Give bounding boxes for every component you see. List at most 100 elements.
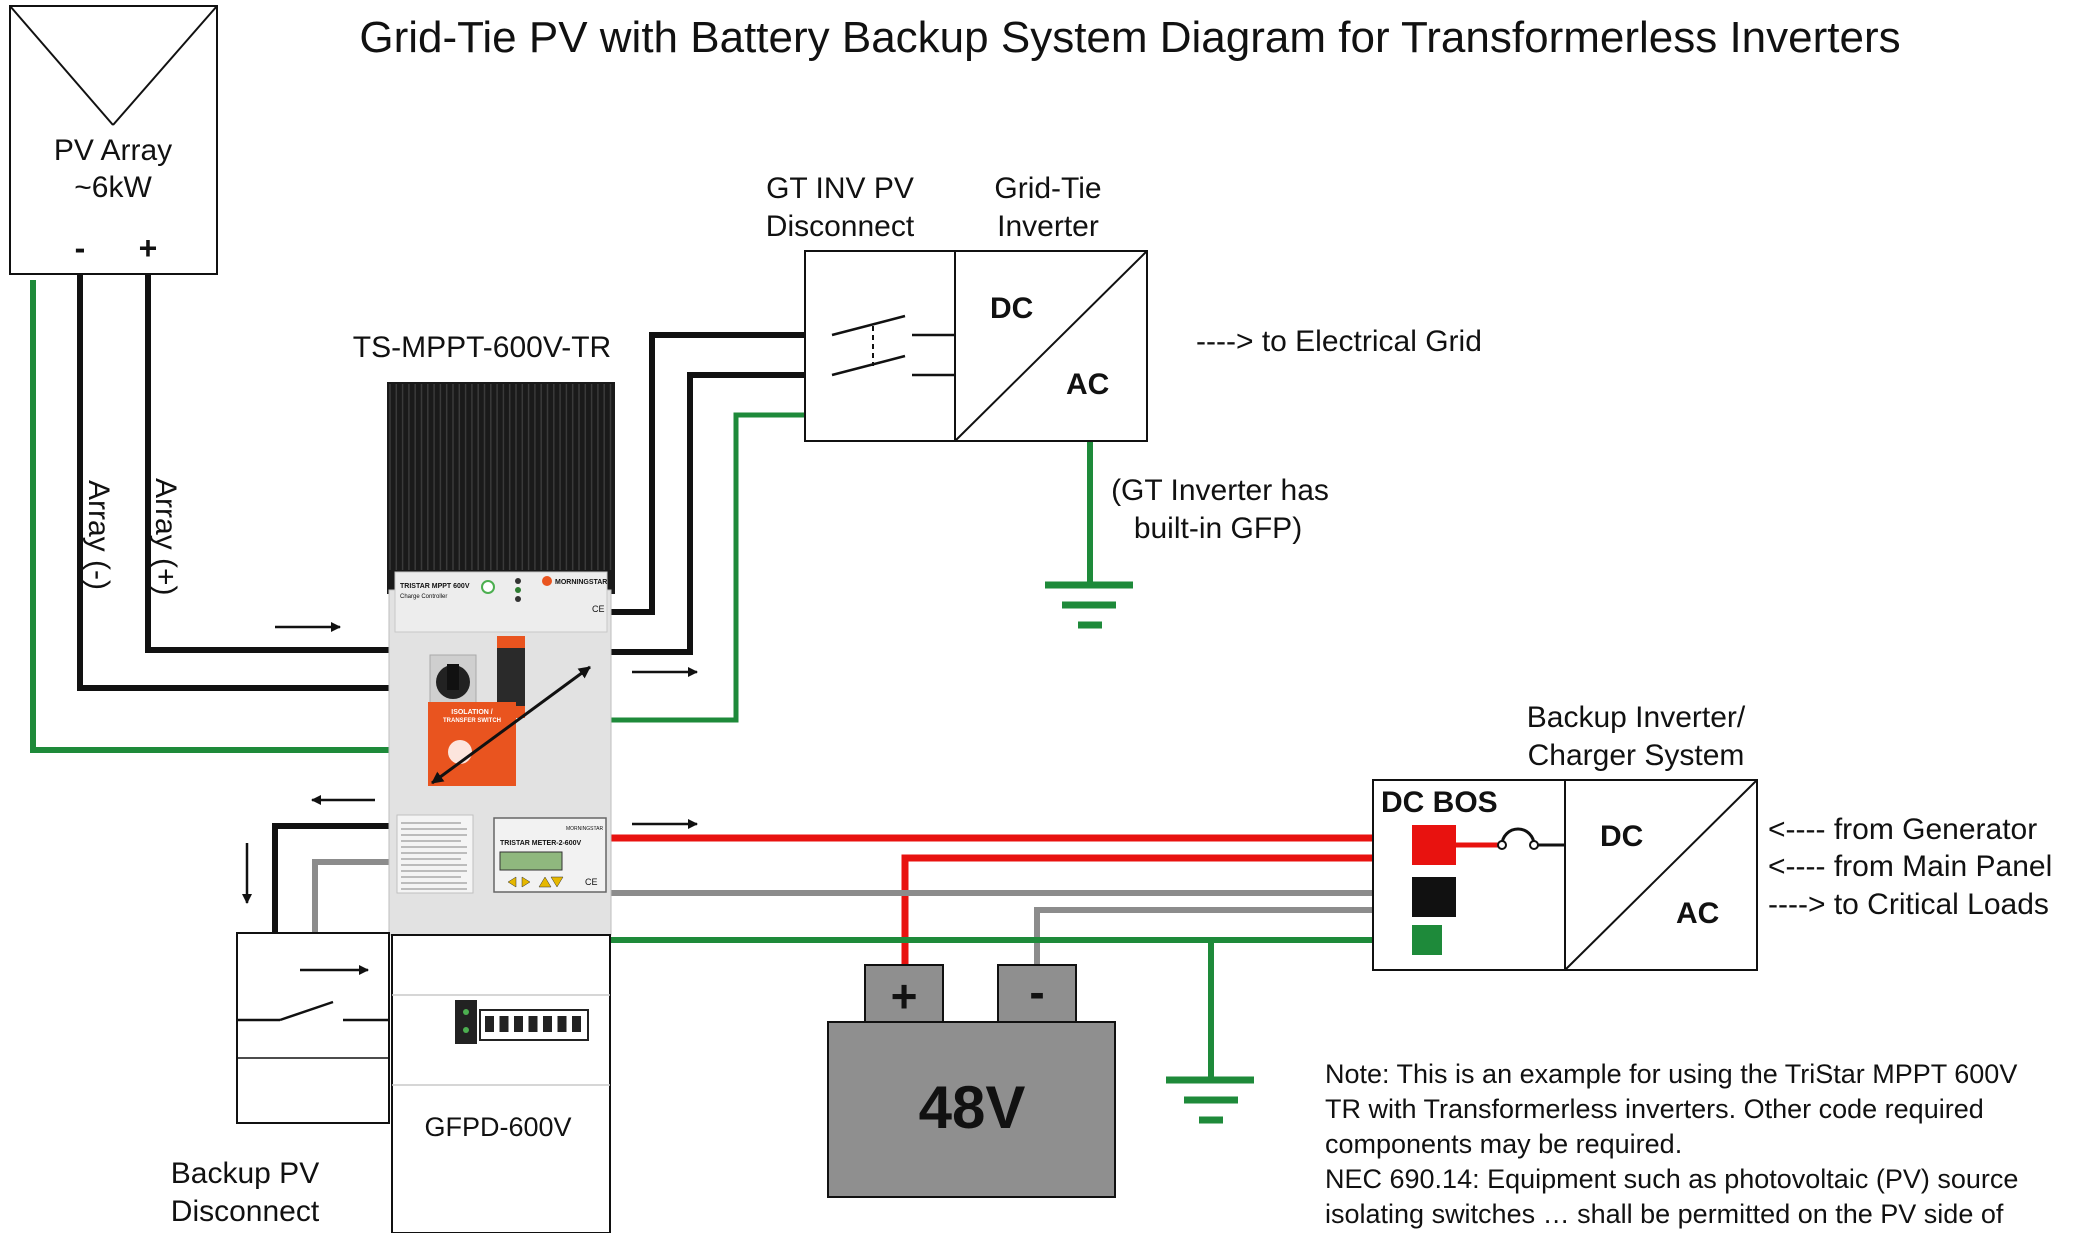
meter-screen: [499, 851, 563, 871]
dc-bos-positive-busbar: [1412, 825, 1456, 865]
gt-pv-disconnect: [804, 250, 956, 442]
gfpd-terminal: [499, 1016, 509, 1032]
from-main-panel: <---- from Main Panel: [1768, 850, 2052, 883]
switch-label-line1: ISOLATION /: [451, 709, 493, 716]
battery-voltage: 48V: [919, 1074, 1026, 1141]
to-electrical-grid: ----> to Electrical Grid: [1196, 325, 1482, 358]
switch-transfer-arrow: [431, 665, 591, 785]
controller-led-1: [515, 578, 521, 584]
switch-label-line2: TRANSFER SWITCH: [443, 718, 501, 724]
gfpd-unit: GFPD-600V: [391, 934, 611, 1233]
note-line-1: Note: This is an example for using the T…: [1325, 1059, 2017, 1089]
dc-bos-negative-busbar: [1412, 877, 1456, 917]
fuse-icon: [1500, 827, 1536, 846]
gt-pv-ground-wire: [610, 412, 805, 723]
gfpd-terminal: [572, 1016, 581, 1032]
backup-pv-disconnect-label-1: Backup PV: [171, 1157, 319, 1190]
gfpd-breaker-body: [455, 1000, 477, 1044]
dc-bos-ground-busbar: [1412, 925, 1442, 955]
gfpd-terminals: [485, 1016, 581, 1032]
meter-label: TRISTAR METER-2-600V: [500, 840, 581, 847]
gt-inverter-ac: AC: [1066, 368, 1109, 401]
battery-body: [827, 1021, 1116, 1198]
gt-disconnect-label-1: GT INV PV: [766, 172, 914, 205]
dc-bos-label: DC BOS: [1381, 786, 1498, 819]
meter-brand: MORNINGSTAR: [566, 826, 604, 832]
rating-label: [396, 814, 474, 894]
battery-ground-symbol-icon: [1166, 1076, 1254, 1124]
array-positive-label: Array (+): [149, 478, 182, 596]
backup-inverter-dc: DC: [1600, 820, 1643, 853]
array-positive-wire: [145, 262, 392, 653]
transfer-switch-label: ISOLATION / TRANSFER SWITCH: [428, 702, 516, 786]
backup-inverter-label-2: Charger System: [1528, 739, 1745, 772]
backup-inverter-ac: AC: [1676, 897, 1719, 930]
to-critical-loads: ----> to Critical Loads: [1768, 888, 2049, 921]
gt-inverter-label-1: Grid-Tie: [994, 172, 1101, 205]
meter-ce-mark: CE: [585, 877, 598, 887]
note-line-5: isolating switches … shall be permitted …: [1325, 1199, 2004, 1229]
meter-up-button-icon: [538, 876, 552, 888]
grid-tie-inverter: DC AC: [954, 250, 1148, 442]
controller-label: TS-MPPT-600V-TR: [353, 331, 611, 364]
note-line-4: NEC 690.14: Equipment such as photovolta…: [1325, 1164, 2018, 1194]
backup-pv-gray-wire: [312, 859, 392, 933]
gfp-note-1: (GT Inverter has: [1111, 474, 1329, 507]
gt-disconnect-label-2: Disconnect: [766, 210, 915, 243]
battery-negative-wire: [1034, 907, 1420, 970]
battery-negative-sign: -: [1029, 966, 1044, 1018]
pv-array-power: ~6kW: [74, 171, 152, 204]
meter-right-button-icon: [521, 876, 531, 888]
diagram-title: Grid-Tie PV with Battery Backup System D…: [359, 13, 1900, 62]
controller-led-2: [515, 587, 521, 593]
gt-pv-negative-wire: [610, 372, 805, 655]
pv-positive-terminal: +: [139, 230, 158, 266]
gt-disconnect-switch-2: [831, 354, 906, 377]
controller-faceplate-model: TRISTAR MPPT 600V: [400, 583, 470, 590]
heatsink-fins: [389, 384, 612, 570]
meter-down-button-icon: [550, 876, 564, 888]
array-negative-wire: [77, 262, 392, 691]
pv-negative-terminal: -: [75, 230, 86, 266]
backup-inverter-label-1: Backup Inverter/: [1527, 701, 1746, 734]
battery-positive-terminal: [864, 964, 944, 1024]
from-generator: <---- from Generator: [1768, 813, 2037, 846]
pv-ground-wire: [30, 280, 392, 753]
morningstar-logo-icon: [542, 576, 552, 586]
backup-pv-disconnect-label-2: Disconnect: [171, 1195, 320, 1228]
gfp-note-2: built-in GFP): [1134, 512, 1302, 545]
gfpd-terminal: [528, 1016, 538, 1032]
battery-48v: + - 48V: [827, 964, 1116, 1198]
gfpd-label: GFPD-600V: [424, 1112, 571, 1142]
pv-array-label: PV Array: [54, 134, 172, 167]
note-line-3: components may be required.: [1325, 1129, 1682, 1159]
gfpd-terminal: [557, 1016, 567, 1032]
controller-unit: TRISTAR MPPT 600V Charge Controller MORN…: [387, 382, 615, 936]
gfpd-terminal: [485, 1016, 494, 1032]
pv-array: PV Array ~6kW - +: [9, 5, 218, 275]
backup-inverter-charger: DC AC: [1564, 779, 1758, 971]
gfpd-terminal: [514, 1016, 523, 1032]
backup-disconnect-switch: [279, 1000, 334, 1022]
controller-status-led: [481, 580, 495, 594]
gt-disconnect-switch-1: [831, 314, 906, 337]
battery-positive-wire: [901, 854, 1420, 970]
note-line-2: TR with Transformerless inverters. Other…: [1325, 1094, 1984, 1124]
note-block: Note: This is an example for using the T…: [1325, 1059, 2018, 1229]
rating-label-lines: [401, 822, 467, 890]
backup-pv-disconnect: [236, 932, 390, 1124]
gt-inverter-label-2: Inverter: [997, 210, 1099, 243]
controller-led-3: [515, 596, 521, 602]
controller-brand: MORNINGSTAR: [555, 579, 607, 586]
gt-ground-symbol-icon: [1045, 581, 1133, 629]
tristar-meter: TRISTAR METER-2-600V MORNINGSTAR CE: [493, 817, 607, 893]
gt-pv-positive-wire: [610, 332, 805, 615]
controller-faceplate-sub: Charge Controller: [400, 594, 447, 600]
dc-bos-box: DC BOS: [1372, 779, 1566, 971]
controller-ce-mark: CE: [592, 604, 605, 614]
gfpd-terminal: [543, 1016, 552, 1032]
battery-positive-sign: +: [891, 970, 918, 1022]
meter-left-button-icon: [507, 876, 517, 888]
backup-pv-black-wire: [272, 823, 392, 933]
